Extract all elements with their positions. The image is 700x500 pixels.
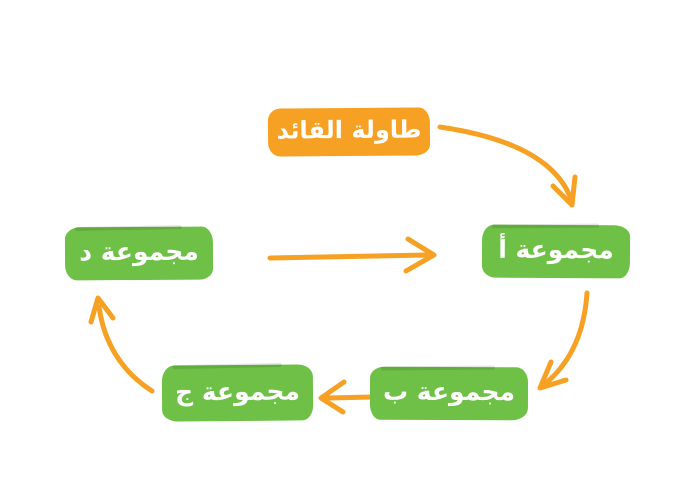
node-leader-table-label: طاولة القائد [276, 115, 422, 145]
arrow-group-a-to-group-b [537, 290, 590, 391]
node-group-c: مجموعة ج [161, 364, 314, 422]
arrow-leader-to-group-a [437, 124, 578, 208]
node-group-d-label: مجموعة د [79, 236, 199, 267]
node-group-c-label: مجموعة ج [174, 375, 301, 407]
arrow-group-d-to-group-a [267, 236, 437, 274]
node-group-a-label: مجموعة أ [498, 234, 614, 265]
node-group-b: مجموعة ب [369, 366, 529, 421]
arrow-group-c-to-group-d [88, 295, 155, 394]
node-leader-table: طاولة القائد [267, 107, 431, 157]
node-group-b-label: مجموعة ب [382, 376, 516, 407]
node-group-a: مجموعة أ [481, 224, 631, 279]
node-group-d: مجموعة د [64, 226, 214, 281]
arrow-group-b-to-group-c [318, 379, 375, 415]
